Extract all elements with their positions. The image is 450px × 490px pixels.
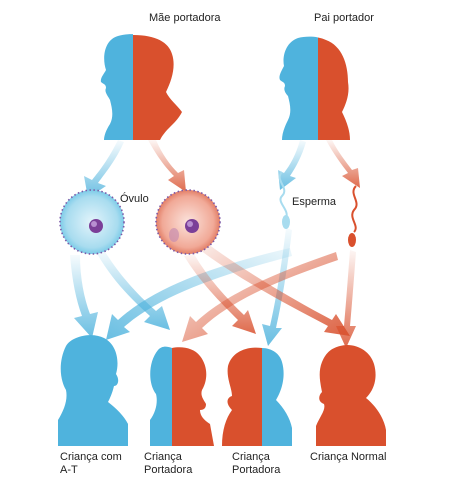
child-2-icon [150,346,214,446]
father-label: Pai portador [314,12,374,24]
child-2-label-line-1: Criança [144,451,182,463]
mother-label: Mãe portadora [149,12,221,24]
sperm-red-icon [348,185,358,247]
child-4-icon [316,344,386,446]
arrow-mother-to-red-ovum [148,140,186,192]
child-3-label: Criança Portadora [232,451,280,477]
child-2-label: Criança Portadora [144,451,192,477]
father-head-icon [279,36,350,140]
ovum-label: Óvulo [120,193,149,205]
sperm-blue-icon [278,171,290,229]
child-3-label-line-1: Criança [232,451,270,463]
child-1-icon [58,335,128,446]
arrow-mother-to-blue-ovum [84,140,124,198]
parent-to-gamete-arrows [84,140,360,198]
child-1-label-line-1: Criança com [60,451,122,463]
child-1-label: Criança com A-T [60,451,122,477]
ovum-blue-icon [59,189,125,255]
arrow-red-ovum-to-child-3 [184,254,256,334]
child-2-label-line-2: Portadora [144,464,193,476]
arrow-red-ovum-to-child-4 [200,244,350,336]
ovum-red-icon [155,189,221,255]
arrow-blue-ovum-to-child-2 [96,250,170,330]
arrow-blue-sperm-to-child-3 [262,228,292,346]
child-1-label-line-2: A-T [60,464,78,476]
arrow-red-sperm-to-child-2 [182,252,338,342]
sperm-label: Esperma [292,196,337,208]
child-4-label: Criança Normal [310,451,387,463]
arrow-father-to-red-sperm [326,140,360,188]
arrow-father-to-blue-sperm [278,140,306,190]
mother-head-icon [100,34,182,140]
child-3-label-line-2: Portadora [232,464,281,476]
child-3-icon [222,347,292,446]
gamete-to-child-arrows [70,228,356,348]
arrow-blue-ovum-to-child-1 [70,255,98,338]
arrow-blue-sperm-to-child-1 [106,248,292,340]
arrow-red-sperm-to-child-4 [336,250,356,348]
